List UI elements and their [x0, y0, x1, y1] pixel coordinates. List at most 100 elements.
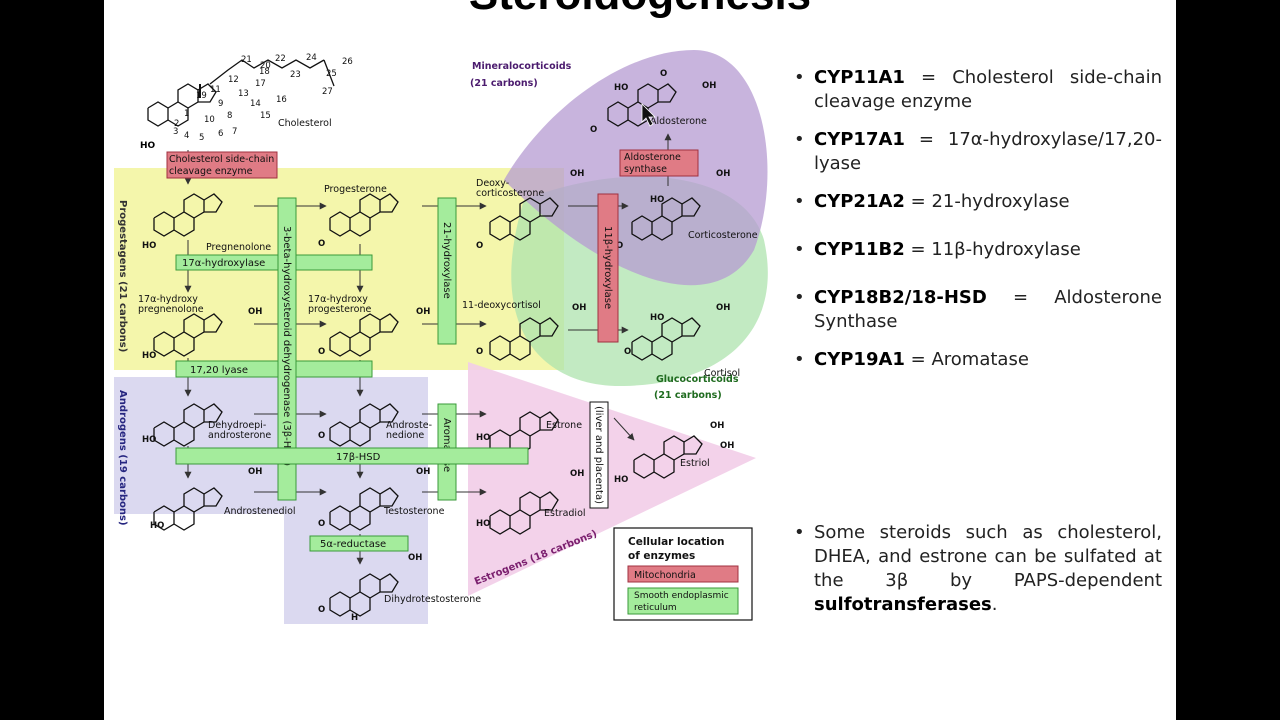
hydroxylase11b-box: [597, 193, 619, 343]
aldosterone-synthase-label-2: synthase: [624, 164, 667, 175]
deoxycortisol-name: 11-deoxycortisol: [462, 300, 541, 311]
hydroxypregnenolone-name-1: 17α-hydroxy: [138, 294, 198, 305]
enzyme-list-item: CYP17A1 = 17α-hydroxylase/17,20-lyase: [794, 128, 1162, 176]
mineralocorticoids-label: Mineralocorticoids: [472, 61, 572, 72]
cortisol-name: Cortisol: [704, 368, 740, 379]
carbon-number: 6: [218, 129, 223, 139]
scc-enzyme-label-2: cleavage enzyme: [169, 166, 253, 177]
atom-label-h: H: [351, 613, 358, 623]
reductase5a-label: 5α-reductase: [320, 539, 386, 550]
glucocorticoids-label: Glucocorticoids: [656, 374, 739, 385]
sulfation-note-bold: sulfotransferases: [814, 594, 992, 615]
legend-title-1: Cellular location: [628, 536, 724, 548]
aromatase-label: Aromatase: [441, 418, 452, 472]
enzyme-desc: = Cholesterol side-chain cleavage enzyme: [814, 67, 1162, 112]
atom-label-oh: OH: [408, 553, 422, 563]
hydroxyprogesterone-name-1: 17α-hydroxy: [308, 294, 368, 305]
carbon-number: 15: [260, 111, 271, 121]
carbon-number: 8: [227, 111, 232, 121]
atom-label-oh: OH: [570, 169, 584, 179]
deoxycorticosterone-name-1: Deoxy-: [476, 178, 509, 189]
atom-label-o: O: [624, 347, 631, 357]
atom-label-ho: HO: [476, 433, 490, 443]
atom-label-ho: HO: [476, 519, 490, 529]
carbon-number: 20: [260, 61, 271, 71]
enzyme-boxes: Cholesterol side-chain cleavage enzyme 1…: [166, 149, 699, 552]
enzyme-desc: = Aromatase: [904, 349, 1029, 370]
enzyme-list-item: CYP19A1 = Aromatase: [794, 348, 1162, 372]
atom-label-o: O: [318, 239, 325, 249]
atom-label-o: O: [318, 605, 325, 615]
atom-label-ho: HO: [650, 195, 664, 205]
carbon-number: 22: [275, 54, 286, 64]
glucocorticoids-carbons: (21 carbons): [654, 390, 722, 401]
hydroxyprogesterone-name-2: progesterone: [308, 304, 371, 315]
androstenediol-name: Androstenediol: [224, 506, 296, 517]
carbon-number: 3: [173, 127, 178, 137]
liver-placenta-box: [589, 401, 609, 509]
atom-label-o: O: [476, 347, 483, 357]
carbon-number: 7: [232, 127, 237, 137]
aldosterone-synthase-label-1: Aldosterone: [624, 152, 681, 163]
androstenedione-name-1: Androste-: [386, 420, 432, 431]
hsd3b-label: 3-beta-hydroxysteroid dehydrogenase (3β-…: [281, 226, 292, 466]
deoxycorticosterone-name-2: corticosterone: [476, 188, 544, 199]
slide-title: Steroidogenesis: [104, 0, 1176, 20]
atom-label-ho: HO: [650, 313, 664, 323]
carbon-number: 17: [255, 79, 266, 89]
hsd17b-box: [175, 447, 529, 465]
carbon-number: 5: [199, 133, 204, 143]
carbon-number: 2: [174, 119, 179, 129]
testosterone-name: Testosterone: [383, 506, 445, 517]
carbon-numbers: 1 2 3 4 5 6 7 8 9 10 11 12 13 14 15 16 1…: [173, 53, 353, 143]
carbon-number: 24: [306, 53, 317, 63]
reductase5a-box: [309, 535, 409, 552]
estradiol-name: Estradiol: [544, 508, 586, 519]
enzyme-code: CYP11B2: [814, 239, 905, 260]
hydroxylase17-label: 17α-hydroxylase: [182, 258, 265, 269]
carbon-number: 9: [218, 99, 223, 109]
sulfation-note-text: Some steroids such as cholesterol, DHEA,…: [814, 522, 1162, 591]
carbon-number: 23: [290, 70, 301, 80]
atom-label-o: O: [660, 69, 667, 79]
legend-mito-label: Mitochondria: [634, 570, 696, 581]
steroidogenesis-diagram: Mineralocorticoids (21 carbons) Glucocor…: [114, 50, 768, 624]
legend-mito-swatch: [627, 565, 739, 583]
hsd3b-box: [277, 197, 297, 501]
slide: Steroidogenesis Mineralocorticoids (21 c…: [104, 0, 1176, 720]
carbon-number: 26: [342, 57, 353, 67]
enzyme-desc: = Aldosterone Synthase: [814, 287, 1162, 332]
estrone-name: Estrone: [546, 420, 582, 431]
carbon-number: 4: [184, 131, 189, 141]
carbon-number: 11: [210, 85, 221, 95]
atom-label-o: O: [476, 241, 483, 251]
estriol-name: Estriol: [680, 458, 710, 469]
carbon-number: 14: [250, 99, 261, 109]
atom-label-oh: OH: [248, 467, 262, 477]
mineralocorticoids-carbons: (21 carbons): [470, 78, 538, 89]
dihydrotestosterone-name: Dihydrotestosterone: [384, 594, 481, 605]
corticosterone-name: Corticosterone: [688, 230, 758, 241]
enzyme-code: CYP17A1: [814, 129, 905, 150]
hydroxylase21-label: 21-hydroxylase: [441, 222, 452, 299]
hydroxylase11b-label: 11β-hydroxylase: [602, 226, 613, 309]
liver-placenta-label: (liver and placenta): [593, 406, 604, 504]
atom-label-o: O: [590, 125, 597, 135]
atom-label-ho: HO: [142, 241, 156, 251]
carbon-number: 13: [238, 89, 249, 99]
atom-label-oh: OH: [702, 81, 716, 91]
sulfation-note: Some steroids such as cholesterol, DHEA,…: [794, 521, 1162, 617]
atom-label-oh: OH: [416, 307, 430, 317]
atom-label-oh: OH: [716, 303, 730, 313]
enzyme-code: CYP11A1: [814, 67, 905, 88]
carbon-number: 12: [228, 75, 239, 85]
scc-enzyme-box: [166, 151, 278, 179]
atom-label-oh: OH: [570, 469, 584, 479]
atom-label-o: O: [318, 431, 325, 441]
dhea-name-1: Dehydroepi-: [208, 420, 266, 431]
scc-enzyme-label-1: Cholesterol side-chain: [169, 154, 274, 165]
carbon-number: 10: [204, 115, 215, 125]
carbon-number: 16: [276, 95, 287, 105]
mouse-cursor-icon: [641, 103, 656, 127]
lyase-label: 17,20 lyase: [190, 365, 248, 376]
